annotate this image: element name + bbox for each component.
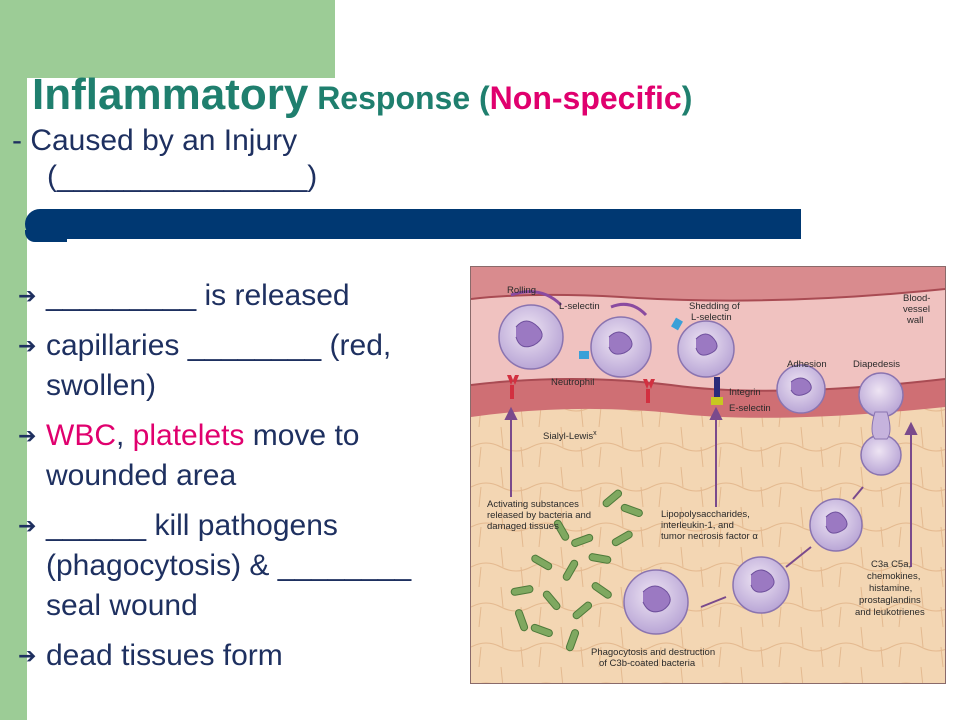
arrow-icon: ➔: [18, 333, 37, 358]
label-activating-2: released by bacteria and: [487, 510, 591, 521]
bullet-keyword-platelets: platelets: [132, 419, 245, 452]
bullet-text: ______ kill pathogens (phagocytosis) & _…: [46, 509, 412, 622]
bullet-item: ➔ ______ kill pathogens (phagocytosis) &…: [18, 506, 458, 626]
label-c3a-2: chemokines,: [867, 571, 920, 582]
label-activating-1: Activating substances: [487, 499, 579, 510]
title-accent: Non-specific: [489, 80, 682, 116]
inflammation-diagram-svg: Rolling L-selectin Shedding of L-selecti…: [471, 267, 945, 683]
label-sialyl-text: Sialyl-Lewis: [543, 431, 593, 442]
label-lipo-3: tumor necrosis factor α: [661, 531, 758, 542]
neutrophil-cell: [590, 316, 652, 378]
label-shedding-1: Shedding of: [689, 301, 740, 312]
selectin-receptor: [507, 317, 723, 405]
label-shedding-2: L-selectin: [691, 312, 732, 323]
bullet-item: ➔ WBC, platelets move to wounded area: [18, 416, 458, 496]
title-main: Inflammatory: [32, 70, 309, 119]
title-rest-pre: Response (: [308, 80, 490, 116]
bullet-list: ➔ _________ is released ➔ capillaries __…: [18, 276, 458, 686]
label-c3a-5: and leukotrienes: [855, 607, 925, 618]
signal-arrow: [504, 406, 918, 608]
label-blood-2: vessel: [903, 304, 930, 315]
divider-bar: [25, 209, 801, 239]
green-accent-band-left: [0, 78, 27, 720]
bullet-separator: ,: [116, 419, 133, 452]
label-e-selectin: E-selectin: [729, 403, 771, 414]
subtitle-line1: - Caused by an Injury: [12, 124, 298, 157]
bullet-item: ➔ capillaries ________ (red, swollen): [18, 326, 458, 406]
neutrophil-cell: [677, 320, 735, 378]
label-phago-2: of C3b-coated bacteria: [599, 658, 696, 669]
inflammation-diagram: Rolling L-selectin Shedding of L-selecti…: [470, 266, 946, 684]
subtitle-blank: (_______________): [47, 160, 318, 193]
neutrophil-cell: [776, 364, 826, 414]
bullet-text: _________ is released: [46, 279, 350, 312]
label-integrin: Integrin: [729, 387, 761, 398]
motion-arrow: [510, 290, 563, 307]
label-blood-3: wall: [906, 315, 923, 326]
neutrophil-cell: [498, 304, 564, 370]
label-neutrophil: Neutrophil: [551, 377, 594, 388]
divider-bar-stub: [25, 230, 67, 242]
label-lipo-1: Lipopolysaccharides,: [661, 509, 750, 520]
subtitle: - Caused by an Injury (_______________): [12, 123, 317, 195]
slide-title: Inflammatory Response (Non-specific): [32, 70, 692, 120]
neutrophil-cell: [858, 372, 904, 476]
bullet-item: ➔ dead tissues form: [18, 636, 458, 676]
neutrophil-cell: [623, 569, 689, 635]
label-c3a-4: prostaglandins: [859, 595, 921, 606]
bullet-item: ➔ _________ is released: [18, 276, 458, 316]
arrow-icon: ➔: [18, 513, 37, 538]
label-l-selectin: L-selectin: [559, 301, 600, 312]
label-c3a-3: histamine,: [869, 583, 912, 594]
label-diapedesis: Diapedesis: [853, 359, 900, 370]
neutrophil-cell: [809, 498, 863, 552]
title-rest-post: ): [681, 80, 693, 116]
label-blood-1: Blood-: [903, 293, 930, 304]
arrow-icon: ➔: [18, 283, 37, 308]
bullet-text: capillaries ________ (red, swollen): [46, 329, 392, 402]
label-lipo-2: interleukin-1, and: [661, 520, 734, 531]
label-adhesion: Adhesion: [787, 359, 827, 370]
label-sialyl-sup: x: [593, 430, 597, 437]
arrow-icon: ➔: [18, 643, 37, 668]
neutrophil-cell: [732, 556, 790, 614]
label-sialyl: Sialyl-Lewisx: [543, 430, 597, 442]
label-phago-1: Phagocytosis and destruction: [591, 647, 715, 658]
bullet-text: dead tissues form: [46, 639, 283, 672]
bacteria-cluster: [510, 489, 643, 652]
label-c3a-1: C3a C5a,: [871, 559, 911, 570]
bullet-text: move to wounded area: [46, 419, 360, 492]
arrow-icon: ➔: [18, 423, 37, 448]
motion-arrow: [610, 302, 648, 317]
green-accent-band-top: [0, 0, 335, 78]
label-activating-3: damaged tissues: [487, 521, 559, 532]
bullet-keyword-wbc: WBC: [46, 419, 116, 452]
label-rolling: Rolling: [507, 285, 536, 296]
